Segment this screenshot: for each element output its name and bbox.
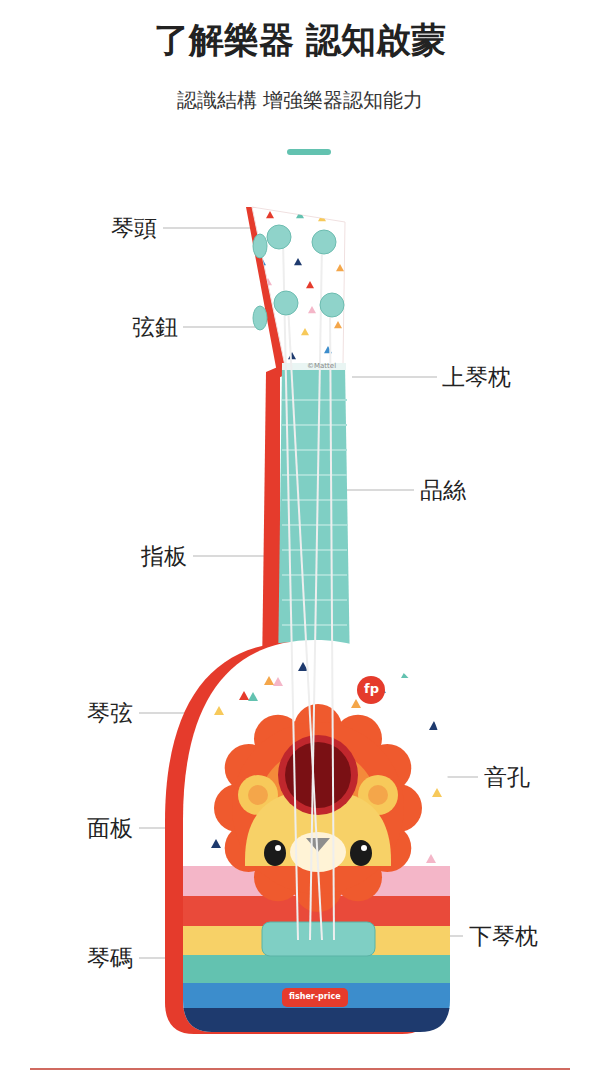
confetti-triangle (264, 278, 272, 285)
confetti-triangle (301, 328, 309, 335)
part-label: 琴頭 (111, 215, 157, 241)
part-label: 指板 (141, 543, 187, 569)
confetti-triangle (214, 706, 224, 715)
confetti-triangle (296, 211, 304, 218)
confetti-triangle (258, 258, 266, 265)
part-label: 弦鈕 (132, 314, 178, 340)
confetti-triangle (318, 214, 326, 221)
confetti-triangle (273, 677, 283, 686)
bottom-rule (30, 1068, 570, 1070)
accent-dash (287, 149, 331, 155)
subtitle: 認識結構 增強樂器認知能力 (177, 89, 423, 112)
confetti-triangle (334, 321, 342, 328)
confetti-triangle (195, 655, 205, 664)
confetti-triangle (266, 211, 274, 218)
confetti-triangle (308, 306, 316, 313)
confetti-triangle (426, 854, 436, 863)
strings (283, 240, 334, 940)
part-label: 音孔 (484, 764, 530, 790)
part-label: 琴碼 (87, 945, 133, 971)
confetti-triangle (264, 676, 274, 685)
part-label: 上琴枕 (442, 364, 511, 390)
brand-badge (282, 988, 348, 1007)
neck-side (262, 366, 280, 672)
confetti-triangle (351, 699, 361, 708)
bridge (262, 922, 375, 956)
part-label: 琴弦 (87, 700, 133, 726)
confetti-triangle (306, 281, 314, 288)
part-label: 品絲 (420, 477, 466, 503)
part-label: 面板 (87, 815, 133, 841)
confetti-triangle (248, 692, 258, 701)
brand-logo: fisher-price (289, 992, 341, 1001)
page-title: 了解樂器 認知啟蒙 (154, 20, 446, 60)
brand-logo: fp (364, 682, 379, 697)
confetti-triangle (211, 839, 221, 848)
confetti-triangle (294, 258, 302, 265)
copyright-mark: ©Mattel (307, 362, 336, 370)
confetti-triangle (429, 721, 439, 730)
confetti-triangle (239, 691, 249, 700)
confetti-triangle (401, 669, 411, 678)
fp-logo (357, 676, 385, 704)
tuning-pegs (253, 225, 344, 330)
confetti-triangle (336, 264, 344, 271)
confetti-triangle (432, 788, 442, 797)
confetti-triangle (288, 352, 296, 359)
part-label: 下琴枕 (469, 923, 538, 949)
soundboard (170, 630, 470, 1050)
confetti-triangle (268, 336, 276, 343)
